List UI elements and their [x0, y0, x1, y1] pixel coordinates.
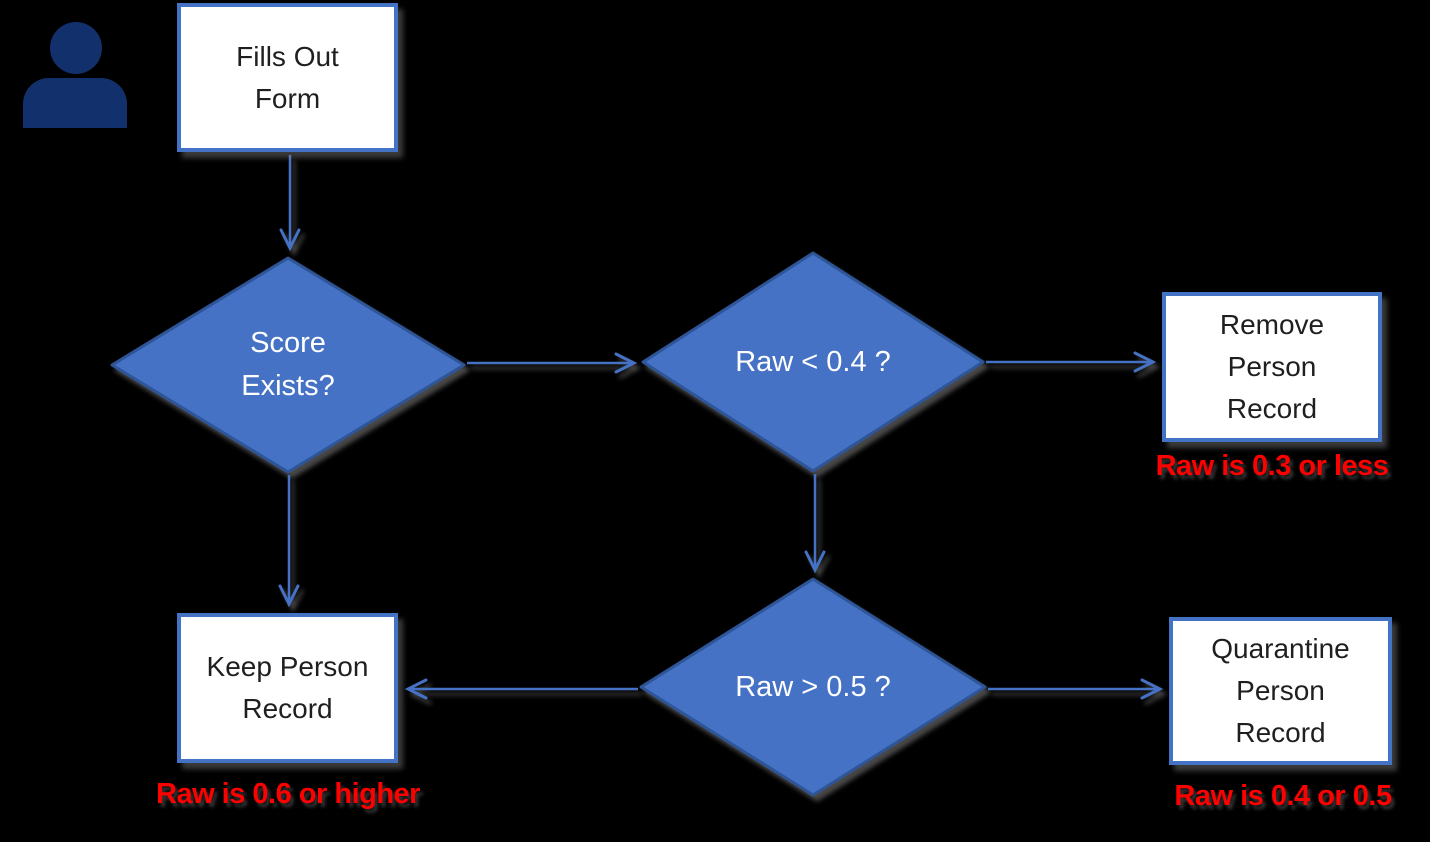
process-label-line: Person: [1227, 351, 1317, 382]
decision-raw-gt-05-shape: [639, 577, 987, 797]
process-quarantine-person-record: Quarantine Person Record: [1169, 617, 1392, 765]
process-label-line: Keep Person: [206, 651, 369, 682]
process-label-line: Person: [1236, 675, 1325, 706]
annotation-raw-04-or-05: Raw is 0.4 or 0.5: [1174, 780, 1392, 812]
person-icon-head: [50, 22, 102, 74]
decision-label-line: Score: [250, 327, 326, 359]
process-label-line: Quarantine: [1211, 633, 1350, 664]
process-label-line: Form: [254, 82, 321, 114]
decision-raw-lt-04-shape: [641, 251, 985, 473]
process-label-line: Record: [242, 693, 333, 724]
process-label-line: Record: [1235, 717, 1326, 748]
person-icon-body: [23, 78, 127, 128]
person-icon: [23, 22, 127, 128]
process-keep-person-record: Keep Person Record: [177, 613, 398, 763]
process-label-line: Remove: [1219, 309, 1325, 340]
process-label-line: Record: [1226, 393, 1318, 424]
decision-raw-gt-05-label: Raw > 0.5 ?: [735, 671, 891, 703]
annotation-raw-03-or-less: Raw is 0.3 or less: [1155, 450, 1389, 482]
decision-label-line: Exists?: [241, 370, 335, 402]
process-fills-out-form: Fills Out Form: [177, 3, 398, 152]
process-remove-person-record: Remove Person Record: [1162, 292, 1382, 442]
decision-score-exists-shape: [110, 256, 466, 474]
decision-score-exists-label: Score Exists?: [188, 322, 388, 408]
decision-raw-lt-04-label: Raw < 0.4 ?: [735, 346, 891, 378]
process-label-line: Fills Out: [236, 40, 339, 72]
annotation-raw-06-or-higher: Raw is 0.6 or higher: [156, 778, 420, 810]
